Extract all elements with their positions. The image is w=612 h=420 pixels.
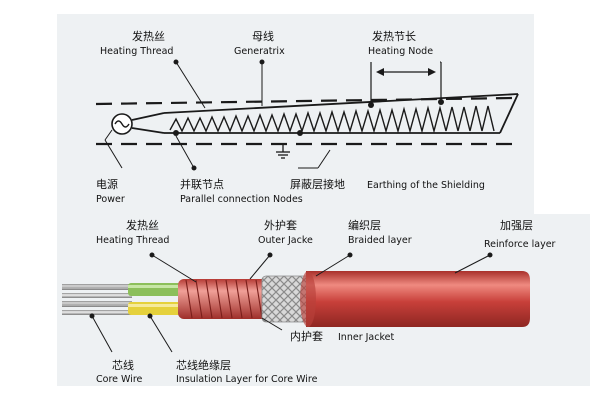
power-source-symbol [111, 112, 165, 135]
core-insulation [128, 283, 184, 315]
cable-label-core-wire-zh: 芯线 [112, 358, 134, 372]
ground-symbol [276, 144, 290, 159]
heating-thread-spiral [185, 279, 263, 319]
cable-leader-lines [89, 252, 493, 353]
cable-label-reinforce-layer-zh: 加强层 [500, 219, 533, 232]
schematic-leader-lines [104, 59, 441, 171]
generatrix-busbars [163, 93, 519, 134]
label-heating-thread-zh: 发热丝 [132, 29, 165, 43]
cable-panel: 发热丝 Heating Thread 外护套 Outer Jacke 编织层 B… [57, 214, 590, 386]
schematic-panel: 发热丝 Heating Thread 母线 Generatrix 发热节长 He… [57, 14, 534, 214]
label-shield-earthing-en: Earthing of the Shielding [367, 180, 485, 191]
parallel-node-dots [173, 99, 444, 136]
label-generatrix-en: Generatrix [234, 46, 285, 57]
cable-label-core-wire-en: Core Wire [96, 374, 143, 385]
inner-jacket [178, 279, 270, 319]
cable-label-braided-layer-en: Braided layer [348, 235, 412, 246]
heating-thread-zigzag [169, 105, 495, 134]
label-heating-thread-en: Heating Thread [100, 46, 173, 57]
outer-jacket [306, 271, 530, 327]
label-power-en: Power [96, 194, 125, 205]
cable-label-heating-thread-en: Heating Thread [96, 235, 169, 246]
cable-label-outer-jacket-zh: 外护套 [264, 218, 297, 232]
label-generatrix-zh: 母线 [252, 29, 274, 43]
label-parallel-nodes-zh: 并联节点 [180, 177, 224, 191]
label-power-zh: 电源 [96, 177, 118, 191]
cable-label-inner-jacket-zh: 内护套 [290, 329, 323, 343]
cable-label-heating-thread-zh: 发热丝 [126, 218, 159, 232]
cable-label-core-insulation-en: Insulation Layer for Core Wire [176, 374, 318, 385]
cable-label-outer-jacket-en: Outer Jacke [258, 235, 313, 246]
cable-label-core-insulation-zh: 芯线绝缘层 [176, 358, 231, 372]
cable-label-inner-jacket-en: Inner Jacket [338, 332, 394, 343]
core-wire-strands [62, 284, 132, 315]
heating-node-dimension [370, 62, 442, 102]
shield-dashed-lines [95, 96, 513, 146]
cable-label-reinforce-layer-en: Reinforce layer [484, 239, 556, 250]
label-parallel-nodes-en: Parallel connection Nodes [180, 194, 303, 205]
label-heating-node-zh: 发热节长 [372, 29, 416, 43]
label-shield-earthing-zh: 屏蔽层接地 [290, 178, 345, 191]
cable-label-braided-layer-zh: 编织层 [348, 218, 381, 232]
label-heating-node-en: Heating Node [368, 46, 433, 57]
